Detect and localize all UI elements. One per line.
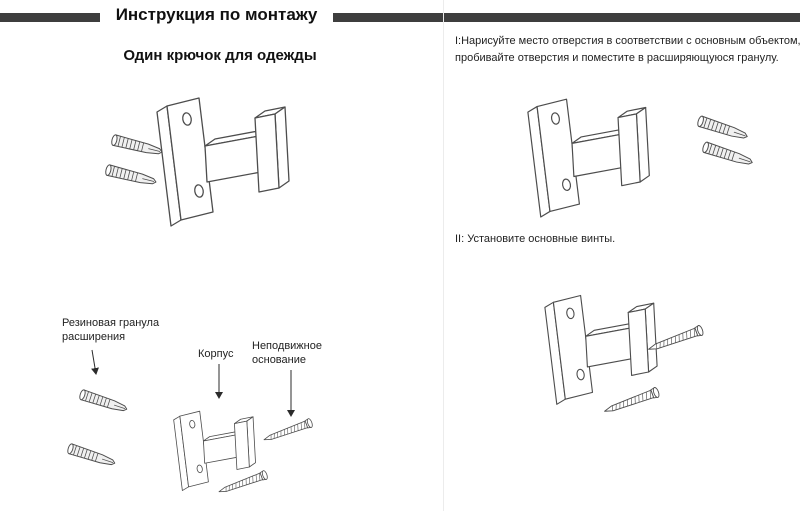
header-bar-left xyxy=(0,13,100,22)
expansion-anchor-drawing xyxy=(66,442,117,469)
anchor-label-arrow xyxy=(91,349,99,375)
expansion-anchor-drawing xyxy=(78,388,129,415)
parts-diagram xyxy=(66,349,314,497)
expansion-anchor-drawing xyxy=(110,133,164,158)
expansion-anchor-drawing xyxy=(701,140,755,169)
expansion-anchor-drawing xyxy=(696,114,750,143)
main-assembly-illustration xyxy=(104,97,290,227)
screw-drawing xyxy=(602,386,661,417)
screw-drawing xyxy=(261,417,314,445)
step-one-text: I:Нарисуйте место отверстия в соответств… xyxy=(455,35,800,64)
header-bar-right xyxy=(333,13,800,22)
step-two-illustration xyxy=(544,294,705,417)
expansion-anchor-drawing xyxy=(104,163,158,188)
base-part-label: Неподвижное основание xyxy=(252,340,322,367)
wall-hook-drawing xyxy=(527,98,650,218)
wall-hook-drawing xyxy=(544,294,658,405)
step-two-text: II: Установите основные винты. xyxy=(455,233,616,245)
column-divider xyxy=(443,0,444,511)
step-one-illustration xyxy=(527,98,755,218)
wall-hook-drawing xyxy=(156,97,290,227)
wall-hook-drawing xyxy=(173,410,256,491)
page-title: Инструкция по монтажу xyxy=(115,5,318,24)
anchor-part-label: Резиновая гранула расширения xyxy=(62,317,160,344)
body-part-label: Корпус xyxy=(198,348,234,360)
product-subtitle: Один крючок для одежды xyxy=(123,47,317,64)
screw-drawing xyxy=(216,469,269,497)
